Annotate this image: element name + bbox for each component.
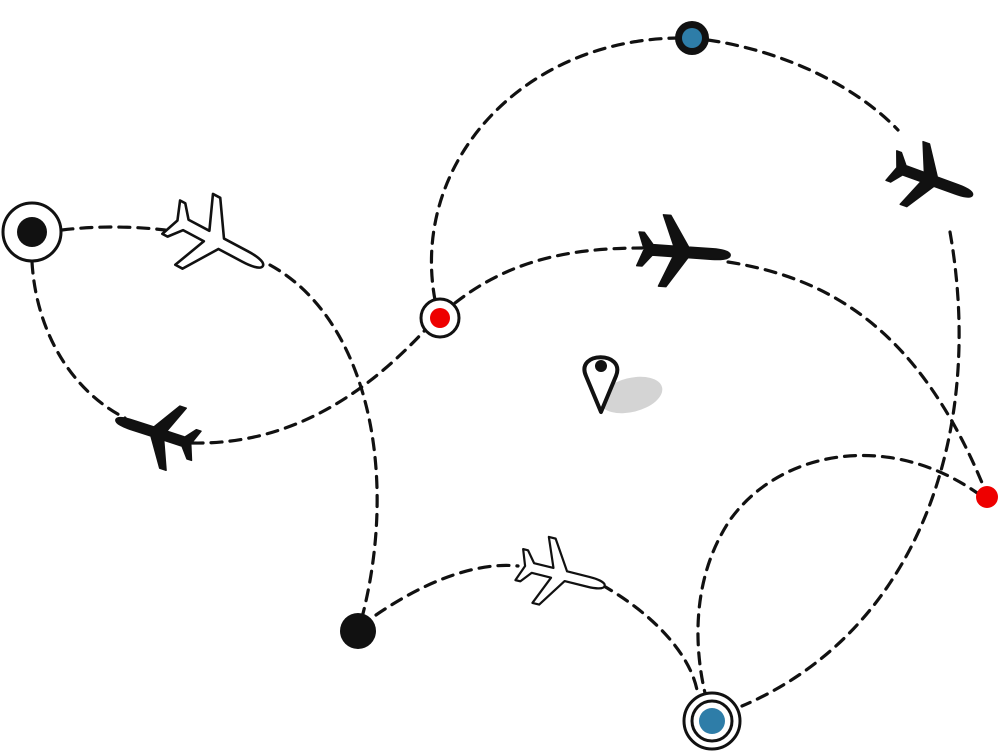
route-right-plane-to-bottom-blue bbox=[740, 230, 961, 708]
flight-routes bbox=[30, 36, 987, 708]
map-pin bbox=[582, 355, 663, 414]
stop-center-red-ringed bbox=[419, 297, 461, 339]
route-lower-plane-to-bottom-blue bbox=[600, 583, 699, 692]
route-left-to-lower-left-plane bbox=[30, 260, 127, 420]
stop-right-red bbox=[976, 486, 998, 508]
map-pin-icon bbox=[582, 355, 620, 414]
route-center-red-to-center-plane bbox=[453, 246, 644, 305]
route-center-plane-to-right-red bbox=[726, 260, 987, 492]
airplane-icon bbox=[879, 133, 985, 228]
route-lower-left-plane-to-center-red bbox=[190, 326, 429, 445]
route-right-red-to-bottom-blue bbox=[696, 454, 982, 695]
map-pin-shadow bbox=[599, 376, 663, 414]
route-top-blue-to-right-plane bbox=[706, 38, 900, 132]
airplane-icon bbox=[151, 180, 284, 303]
route-stops bbox=[1, 21, 998, 751]
airplane-icon bbox=[105, 387, 208, 478]
stop-bottom-blue-double-ring bbox=[682, 691, 742, 751]
airplanes bbox=[105, 133, 985, 620]
route-left-to-upper-plane bbox=[60, 225, 167, 232]
stop-top-blue bbox=[675, 21, 709, 55]
route-center-red-to-top-blue bbox=[429, 36, 680, 302]
map-pin-dot bbox=[595, 360, 607, 372]
stop-bottom-black bbox=[340, 613, 376, 649]
airplane-icon bbox=[509, 530, 614, 620]
route-bottom-black-to-lower-plane bbox=[374, 563, 520, 617]
route-upper-plane-to-bottom-black bbox=[268, 263, 379, 627]
airplane-icon bbox=[634, 212, 734, 292]
stop-left-ringed bbox=[1, 201, 63, 263]
